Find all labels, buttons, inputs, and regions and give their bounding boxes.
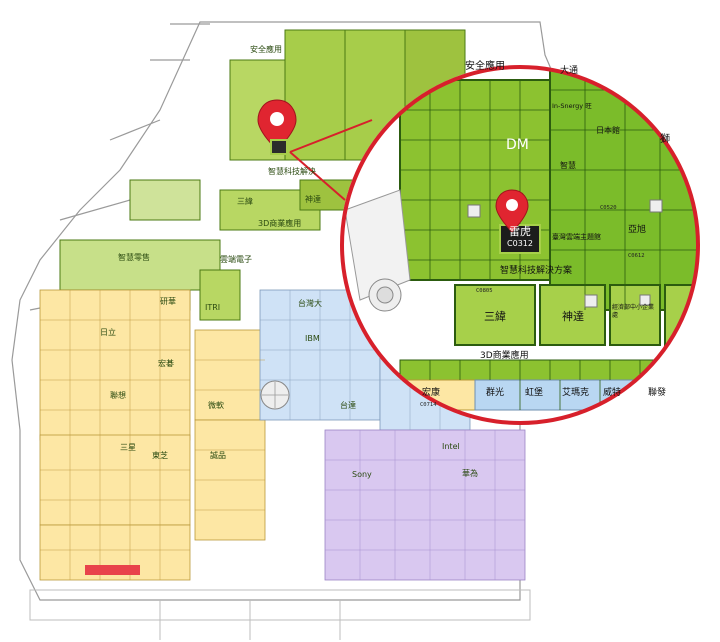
purple-booth-grid <box>325 430 525 580</box>
mag-code-bottom2: C0714 <box>420 402 437 408</box>
zone-label-microsoft: 微軟 <box>208 401 224 410</box>
zone-label-advantech: 研華 <box>160 297 176 306</box>
zone-label-cloud: 雲端電子 <box>220 255 252 264</box>
zone-label-samsung: 三星 <box>120 443 136 452</box>
mag-economic: 經濟部中小企業處 <box>612 304 655 319</box>
zone-label-ibm: IBM <box>305 334 320 343</box>
zone-label-lenovo: 聯想 <box>110 391 126 400</box>
yellow-hall-left <box>39 289 266 581</box>
mag-company-e: 艾瑪克 <box>562 388 590 398</box>
entrance-marker <box>85 565 140 575</box>
zone-label-smart-retail: 智慧零售 <box>118 253 150 262</box>
blue-booth-grid <box>260 290 470 430</box>
mag-company-c: 虹堡 <box>525 388 544 398</box>
zone-label-sanwei: 三緯 <box>237 197 253 206</box>
mag-company-b: 群光 <box>486 388 505 398</box>
zone-label-huawei: 華為 <box>462 469 478 478</box>
zone-label-acer: 宏碁 <box>158 359 174 368</box>
mag-shenda: 神達 <box>562 310 584 323</box>
zone-label-itri: ITRI <box>205 303 221 312</box>
zone-label-intel: Intel <box>442 442 460 451</box>
mag-taiwan-cloud: 臺灣雲端主題館 <box>552 233 601 241</box>
mag-company-f: 聯發 <box>648 388 667 398</box>
highlight-booth-name: 雷虎 <box>509 225 531 238</box>
mag-3d-business: 3D商業應用 <box>480 351 529 361</box>
central-plaza <box>260 380 290 410</box>
magnifier-connector <box>289 119 373 201</box>
mag-header-security: 安全應用 <box>465 61 505 72</box>
mag-japan: 日本館 <box>596 126 620 135</box>
zone-label-shendi: 神達 <box>305 195 321 204</box>
booth-grid-hints <box>40 290 265 580</box>
purple-hall-lower <box>324 429 526 581</box>
zone-label-sony: Sony <box>352 470 372 479</box>
zone-label-eslite: 誠品 <box>210 451 226 460</box>
highlight-booth[interactable]: 雷虎 C0312 <box>500 225 540 253</box>
mag-smart: 智慧 <box>560 161 576 170</box>
zone-label-security: 安全應用 <box>250 45 282 54</box>
mag-sanwei: 三緯 <box>484 310 506 323</box>
lower-hall-outline <box>29 589 531 640</box>
zone-label-3d: 3D商業應用 <box>258 219 302 228</box>
mag-company-d: 威特 <box>603 388 622 398</box>
zone-label-taiwan-mobile: 台灣大 <box>298 299 322 308</box>
highlight-booth-code: C0312 <box>507 239 533 248</box>
mag-code-header: C0520 <box>600 205 617 211</box>
mag-lion: 獅 <box>660 134 670 145</box>
mag-code-left: C0805 <box>476 288 493 294</box>
mag-company-a: 宏康 <box>422 388 441 398</box>
magnifier-map-pin[interactable] <box>495 189 529 233</box>
zone-label-hitachi: 日立 <box>100 328 116 337</box>
mag-insync: In-Snergy 旺 <box>552 102 592 110</box>
mag-yasen: 亞旭 <box>628 225 647 235</box>
zone-label-toshiba: 東芝 <box>152 451 168 460</box>
mag-tatung: 大通 <box>560 66 579 76</box>
zone-label-delta: 台達 <box>340 401 356 410</box>
mag-code-bottom1: C0612 <box>628 253 645 259</box>
zone-label-smart-solutions: 智慧科技解決 <box>268 167 316 176</box>
small-map-pin[interactable] <box>257 99 297 155</box>
mag-dm-label: DM <box>506 137 529 153</box>
mag-solutions-label: 智慧科技解決方案 <box>500 266 573 276</box>
